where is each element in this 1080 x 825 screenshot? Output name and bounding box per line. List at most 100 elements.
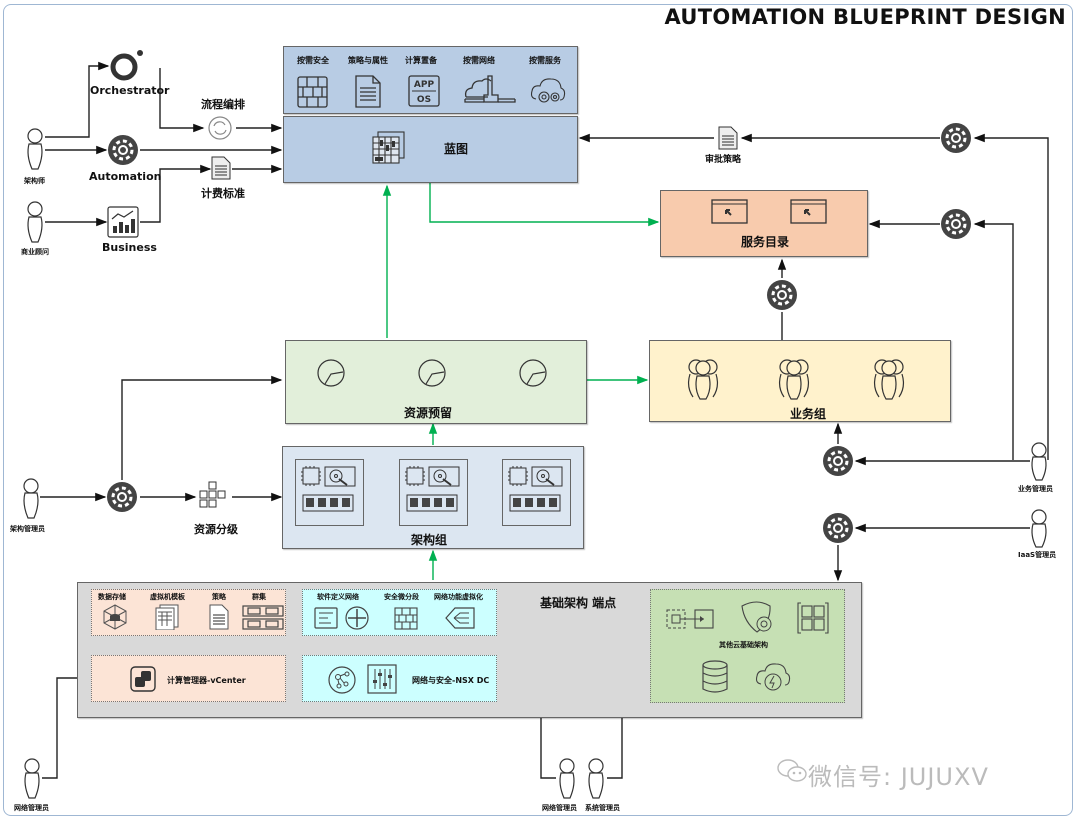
architect-label: 架构师 bbox=[24, 177, 45, 185]
cluster-label: 群集 bbox=[252, 593, 266, 601]
other-cloud-panel[interactable]: 其他云基础架构 bbox=[650, 589, 845, 703]
app-os-icon: APP OS bbox=[408, 75, 440, 107]
automation-gear-icon bbox=[108, 135, 138, 165]
orchestrator-label: Orchestrator bbox=[90, 84, 170, 97]
catalog-window-icon bbox=[790, 199, 827, 224]
vcenter-icon bbox=[130, 666, 156, 692]
cloud-gears-icon bbox=[530, 78, 566, 103]
grid-layout-icon bbox=[797, 602, 829, 634]
reservation-box[interactable]: 资源预留 bbox=[285, 340, 587, 424]
microsegmentation-label: 安全微分段 bbox=[384, 593, 419, 601]
reservation-gauge-icon bbox=[519, 359, 547, 387]
cloud-network-icon bbox=[464, 75, 516, 103]
consultant-person-icon bbox=[27, 201, 43, 243]
reservation-gauge-icon bbox=[317, 359, 345, 387]
approval-gear-icon bbox=[941, 123, 971, 153]
catalog-gear-icon bbox=[941, 209, 971, 239]
billing-document-icon bbox=[211, 156, 231, 180]
blueprint-label: 蓝图 bbox=[444, 142, 469, 156]
blueprint-grid-icon bbox=[372, 131, 405, 164]
diagram-frame bbox=[3, 4, 1073, 816]
network-admin-label: 网络管理员 bbox=[14, 804, 49, 812]
migration-icon bbox=[666, 609, 714, 629]
compute-host-card bbox=[399, 459, 468, 526]
vm-template-label: 虚拟机模板 bbox=[150, 593, 185, 601]
system-admin-label: 系统管理员 bbox=[585, 804, 620, 812]
blueprint-box[interactable]: 蓝图 bbox=[283, 116, 578, 183]
consultant-label: 商业顾问 bbox=[21, 248, 49, 256]
service-catalog-box[interactable]: 服务目录 bbox=[660, 190, 868, 257]
network-resources-panel: 软件定义网络 安全微分段 网络功能虚拟化 bbox=[302, 589, 497, 636]
database-icon bbox=[702, 660, 728, 693]
business-admin-label: 业务管理员 bbox=[1018, 485, 1053, 493]
document-list-icon bbox=[355, 75, 381, 108]
network-admin-label-2: 网络管理员 bbox=[542, 804, 577, 812]
resource-tier-label: 资源分级 bbox=[194, 523, 238, 536]
approval-document-icon bbox=[718, 126, 738, 150]
compute-host-card bbox=[502, 459, 571, 526]
user-group-icon bbox=[873, 359, 905, 400]
sdn-label: 软件定义网络 bbox=[317, 593, 359, 601]
vm-template-icon bbox=[155, 604, 179, 630]
watermark-text: 微信号: JUJUXV bbox=[808, 763, 989, 791]
datastore-icon bbox=[103, 604, 127, 630]
workflow-label: 流程编排 bbox=[201, 98, 245, 111]
fabric-gear-icon bbox=[107, 482, 137, 512]
wechat-icon bbox=[777, 759, 807, 782]
network-manager-label: 网络与安全-NSX DC bbox=[412, 676, 490, 685]
shield-gear-icon bbox=[741, 601, 772, 633]
capability-label: 计算置备 bbox=[405, 56, 437, 65]
architect-person-icon bbox=[27, 128, 43, 170]
business-group-box[interactable]: 业务组 bbox=[649, 340, 951, 422]
orchestrator-icon bbox=[110, 50, 143, 81]
reservation-label: 资源预留 bbox=[404, 406, 453, 420]
firewall-segment-icon bbox=[394, 607, 418, 630]
network-admin-person-icon bbox=[24, 758, 40, 799]
bizgroup-catalog-gear-icon bbox=[767, 280, 797, 310]
compute-manager-panel[interactable]: 计算管理器-vCenter bbox=[91, 655, 286, 702]
fabric-group-box[interactable]: 架构组 bbox=[282, 446, 584, 549]
policy-document-icon bbox=[209, 604, 229, 630]
service-catalog-label: 服务目录 bbox=[741, 235, 790, 249]
capability-label: 按需服务 bbox=[529, 56, 561, 65]
billing-label: 计费标准 bbox=[201, 187, 245, 200]
reservation-gauge-icon bbox=[418, 359, 446, 387]
business-chart-icon bbox=[107, 206, 139, 238]
user-group-icon bbox=[687, 359, 719, 400]
network-topology-icon bbox=[328, 666, 356, 694]
resource-tier-icon bbox=[199, 481, 226, 508]
diagram-title: AUTOMATION BLUEPRINT DESIGN bbox=[664, 5, 1066, 29]
fabric-admin-label: 架构管理员 bbox=[10, 525, 45, 533]
nfv-icon bbox=[445, 607, 475, 629]
bizadmin-gear-icon bbox=[823, 446, 853, 476]
approval-policy-label: 审批策略 bbox=[705, 155, 742, 165]
sdn-icon bbox=[314, 607, 338, 629]
firewall-icon bbox=[297, 76, 328, 108]
svg-text:APP: APP bbox=[414, 80, 435, 90]
user-group-icon bbox=[778, 359, 810, 400]
svg-text:OS: OS bbox=[417, 95, 431, 105]
mixer-controls-icon bbox=[367, 664, 397, 694]
host-resources-icon bbox=[508, 466, 563, 512]
nfv-label: 网络功能虚拟化 bbox=[434, 593, 483, 601]
iaas-admin-person-icon bbox=[1031, 509, 1047, 548]
capability-label: 按需安全 bbox=[297, 56, 329, 65]
business-group-label: 业务组 bbox=[790, 407, 827, 421]
network-manager-panel[interactable]: 网络与安全-NSX DC bbox=[302, 655, 497, 702]
capability-label: 按需网络 bbox=[463, 56, 495, 65]
policy-label: 策略 bbox=[212, 593, 226, 601]
automation-label: Automation bbox=[89, 170, 162, 183]
catalog-window-icon bbox=[711, 199, 748, 224]
workflow-refresh-icon bbox=[208, 116, 232, 140]
fabric-group-label: 架构组 bbox=[411, 533, 448, 547]
router-icon bbox=[345, 606, 369, 630]
system-admin-person-icon bbox=[588, 758, 604, 799]
host-resources-icon bbox=[301, 466, 356, 512]
iaas-admin-label: IaaS管理员 bbox=[1018, 551, 1057, 559]
iaas-gear-icon bbox=[823, 513, 853, 543]
cluster-servers-icon bbox=[242, 605, 284, 630]
host-resources-icon bbox=[405, 466, 460, 512]
fabric-admin-person-icon bbox=[23, 478, 39, 519]
datastore-label: 数据存储 bbox=[98, 593, 126, 601]
